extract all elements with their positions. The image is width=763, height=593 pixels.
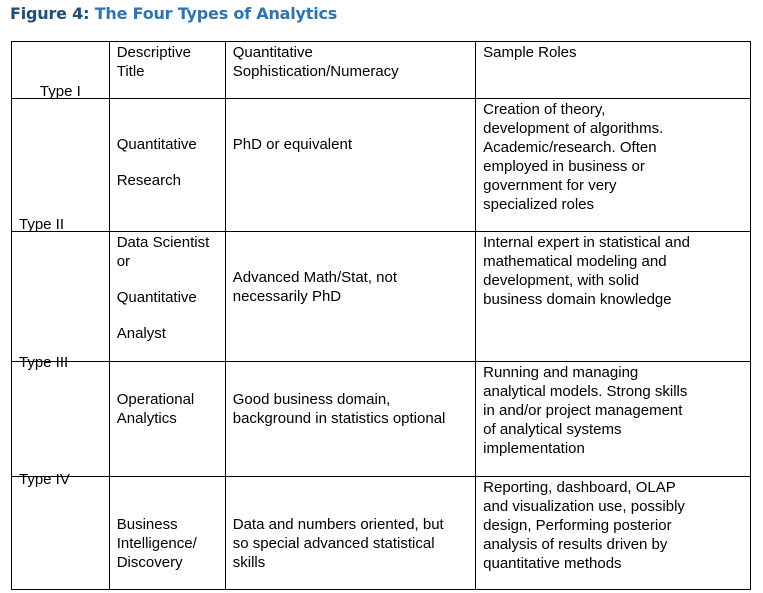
roles-cell: Reporting, dashboard, OLAP and visualiza… bbox=[475, 476, 751, 590]
type-label: Type IV bbox=[19, 471, 70, 488]
type-label: Type I bbox=[39, 83, 81, 100]
title-line: Quantitative bbox=[116, 136, 197, 153]
title-line: or bbox=[116, 253, 131, 270]
roles-line: in and/or project management bbox=[483, 402, 683, 419]
roles-line: business domain knowledge bbox=[483, 291, 672, 308]
quant-line: skills bbox=[232, 554, 266, 571]
figure-label: Figure 4: bbox=[10, 4, 90, 23]
roles-line: Creation of theory, bbox=[483, 101, 606, 118]
type-label: Type II bbox=[19, 216, 65, 233]
roles-line: design, Performing posterior bbox=[483, 517, 672, 534]
roles-line: analysis of results driven by bbox=[483, 536, 668, 553]
title-line: Quantitative bbox=[116, 289, 197, 306]
roles-cell: Creation of theory, development of algor… bbox=[475, 98, 751, 232]
type-cell: Type III bbox=[11, 354, 110, 477]
header-quant-line: Sophistication/Numeracy bbox=[232, 63, 399, 80]
title-line: Analytics bbox=[116, 410, 177, 427]
table-row: Type II Data Scientist or Quantitative A… bbox=[11, 216, 751, 362]
title-cell: Business Intelligence/ Discovery bbox=[108, 476, 226, 590]
roles-cell: Running and managing analytical models. … bbox=[475, 361, 751, 477]
title-cell: Operational Analytics bbox=[108, 361, 226, 477]
roles-line: of analytical systems bbox=[483, 421, 622, 438]
type-cell: Type IV bbox=[11, 471, 110, 590]
roles-line: employed in business or bbox=[483, 158, 645, 175]
quant-line: background in statistics optional bbox=[232, 410, 446, 427]
title-cell: Quantitative Research bbox=[108, 98, 226, 232]
roles-line: mathematical modeling and bbox=[483, 253, 667, 270]
roles-line: and visualization use, possibly bbox=[483, 498, 685, 515]
quant-line: Data and numbers oriented, but bbox=[232, 516, 444, 533]
header-type-cell bbox=[11, 41, 110, 99]
quant-cell: PhD or equivalent bbox=[224, 98, 477, 232]
header-quant-line: Quantitative bbox=[232, 44, 313, 61]
type-cell: Type II bbox=[11, 216, 110, 362]
title-line: Business bbox=[116, 516, 178, 533]
header-sample-roles: Sample Roles bbox=[475, 41, 751, 99]
roles-cell: Internal expert in statistical and mathe… bbox=[475, 231, 751, 362]
quant-line: necessarily PhD bbox=[232, 288, 342, 305]
roles-line: government for very bbox=[483, 177, 617, 194]
roles-line: implementation bbox=[483, 440, 585, 457]
title-line: Analyst bbox=[116, 325, 166, 342]
quant-cell: Data and numbers oriented, but so specia… bbox=[224, 476, 477, 590]
header-descriptive-title: Descriptive Title bbox=[108, 41, 226, 99]
header-quantitative: Quantitative Sophistication/Numeracy bbox=[224, 41, 477, 99]
quant-line: Advanced Math/Stat, not bbox=[232, 269, 398, 286]
title-line: Discovery bbox=[116, 554, 183, 571]
title-line: Research bbox=[116, 172, 181, 189]
table-row: Type IV Business Intelligence/ Discovery… bbox=[11, 471, 751, 590]
roles-line: analytical models. Strong skills bbox=[483, 383, 688, 400]
roles-line: specialized roles bbox=[483, 196, 595, 213]
title-line: Operational bbox=[116, 391, 195, 408]
roles-line: Internal expert in statistical and bbox=[483, 234, 690, 251]
table-row: Type I Quantitative Research PhD or equi… bbox=[11, 83, 751, 232]
table-header-row: Descriptive Title Quantitative Sophistic… bbox=[11, 41, 751, 99]
title-cell: Data Scientist or Quantitative Analyst bbox=[108, 231, 226, 362]
roles-line: Reporting, dashboard, OLAP bbox=[483, 479, 676, 496]
roles-line: Academic/research. Often bbox=[483, 139, 657, 156]
quant-line: PhD or equivalent bbox=[232, 136, 352, 153]
roles-line: Running and managing bbox=[483, 364, 639, 381]
quant-line: so special advanced statistical bbox=[232, 535, 435, 552]
figure-caption: Figure 4: The Four Types of Analytics bbox=[10, 4, 337, 23]
roles-line: development, with solid bbox=[483, 272, 640, 289]
roles-line: development of algorithms. bbox=[483, 120, 664, 137]
analytics-types-table: Descriptive Title Quantitative Sophistic… bbox=[11, 41, 751, 590]
header-title-line: Title bbox=[116, 63, 145, 80]
type-cell: Type I bbox=[11, 83, 110, 232]
figure-title: The Four Types of Analytics bbox=[94, 4, 338, 23]
quant-cell: Advanced Math/Stat, not necessarily PhD bbox=[224, 231, 477, 362]
title-line: Data Scientist bbox=[116, 234, 210, 251]
quant-line: Good business domain, bbox=[232, 391, 391, 408]
table-row: Type III Operational Analytics Good busi… bbox=[11, 354, 751, 477]
title-line: Intelligence/ bbox=[116, 535, 197, 552]
type-label: Type III bbox=[19, 354, 69, 371]
roles-line: quantitative methods bbox=[483, 555, 622, 572]
header-title-line: Descriptive bbox=[116, 44, 191, 61]
quant-cell: Good business domain, background in stat… bbox=[224, 361, 477, 477]
